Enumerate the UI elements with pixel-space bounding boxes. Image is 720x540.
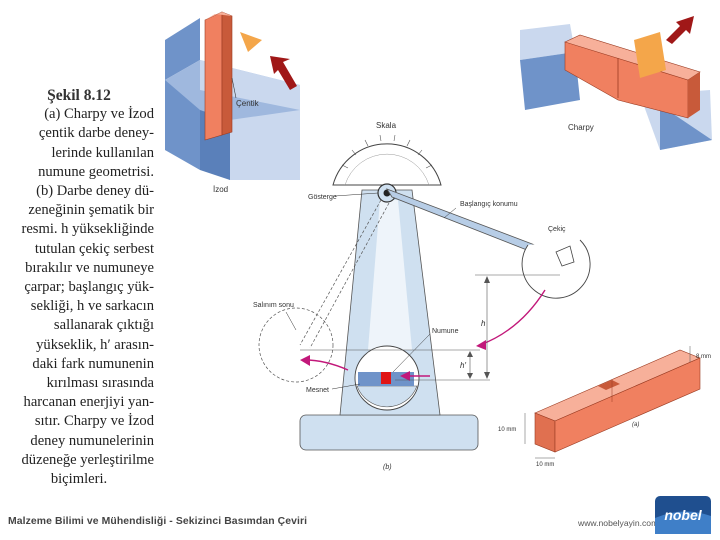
impact-arrow-icon [666, 16, 694, 44]
charpy-diagram: Charpy [520, 16, 712, 150]
caption-line: düzeneğe yerleştirilme [21, 451, 155, 468]
caption-line: sıtır. Charpy ve İzod [34, 413, 154, 430]
caption-line: deney numunelerinin [30, 432, 154, 449]
caption-line: lerinde kullanılan [51, 144, 154, 161]
caption-line: resmi. h yüksekliğinde [21, 221, 154, 238]
specimen-block [381, 372, 391, 384]
label-gosterge: Gösterge [308, 194, 337, 201]
figure-caption: Şekil 8.12 (a) Charpy ve İzod çentik dar… [4, 86, 154, 489]
label-skala: Skala [376, 121, 397, 130]
caption-line: sallanarak çıktığı [53, 317, 154, 334]
label-10mm-horizontal: 10 mm [536, 462, 554, 468]
caption-line: daki fark numunenin [32, 355, 154, 372]
caption-line: çentik darbe deney- [38, 125, 154, 142]
swing-arrow-icon [300, 355, 310, 366]
label-charpy: Charpy [568, 123, 594, 132]
label-centik: Çentik [236, 99, 260, 108]
label-h: h [481, 319, 486, 328]
caption-line: (b) Darbe deney dü- [36, 183, 154, 200]
caption-line: bırakılır ve numuneye [25, 259, 154, 276]
swing-arrow-icon [476, 340, 486, 350]
label-numune: Numune [432, 328, 459, 335]
footer-book-title: Malzeme Bilimi ve Mühendisliği - Sekizin… [8, 516, 308, 527]
impact-test-figure: Çentik İzod Charpy Skala [165, 11, 712, 471]
caption-line: yükseklik, h′ arasın- [36, 336, 154, 353]
caption-line: sekliği, h ve sarkacın [30, 298, 154, 315]
footer-url: www.nobelyayin.com [578, 518, 659, 528]
caption-line: zeneğinin şematik bir [28, 202, 154, 219]
caption-line: çarpar; başlangıç yük- [24, 279, 154, 296]
label-10mm-vertical: 10 mm [498, 427, 516, 433]
charpy-specimen-bar: 8 mm 10 mm 10 mm (a) [498, 346, 711, 468]
label-izod: İzod [213, 185, 228, 194]
caption-line: (a) Charpy ve İzod [44, 106, 154, 123]
label-a: (a) [632, 422, 639, 428]
label-cekic: Çekiç [548, 226, 566, 233]
caption-line: kırılması sırasında [46, 375, 154, 392]
swing-arrow-icon [400, 371, 410, 381]
caption-title: Şekil 8.12 [47, 87, 111, 104]
nobel-logo-icon: nobel [655, 496, 711, 534]
label-8mm: 8 mm [696, 354, 711, 360]
caption-line: tutulan çekiç serbest [34, 240, 154, 257]
label-mesnet: Mesnet [306, 387, 329, 394]
label-h-prime: h′ [460, 361, 466, 370]
label-salinim: Salınım sonu [253, 302, 294, 309]
caption-line: harcanan enerjiyi yan- [23, 394, 154, 411]
impact-arrow-icon [270, 56, 297, 90]
label-b: (b) [383, 464, 392, 471]
label-baslangic: Başlangıç konumu [460, 201, 518, 208]
pendulum-machine: Skala Gösterge Başlangıç konumu Çekiç Sa… [253, 121, 591, 471]
izod-diagram: Çentik İzod [165, 11, 300, 194]
caption-line: numune geometrisi. [38, 163, 154, 180]
logo-text: nobel [664, 507, 702, 523]
caption-line: biçimleri. [50, 471, 108, 488]
